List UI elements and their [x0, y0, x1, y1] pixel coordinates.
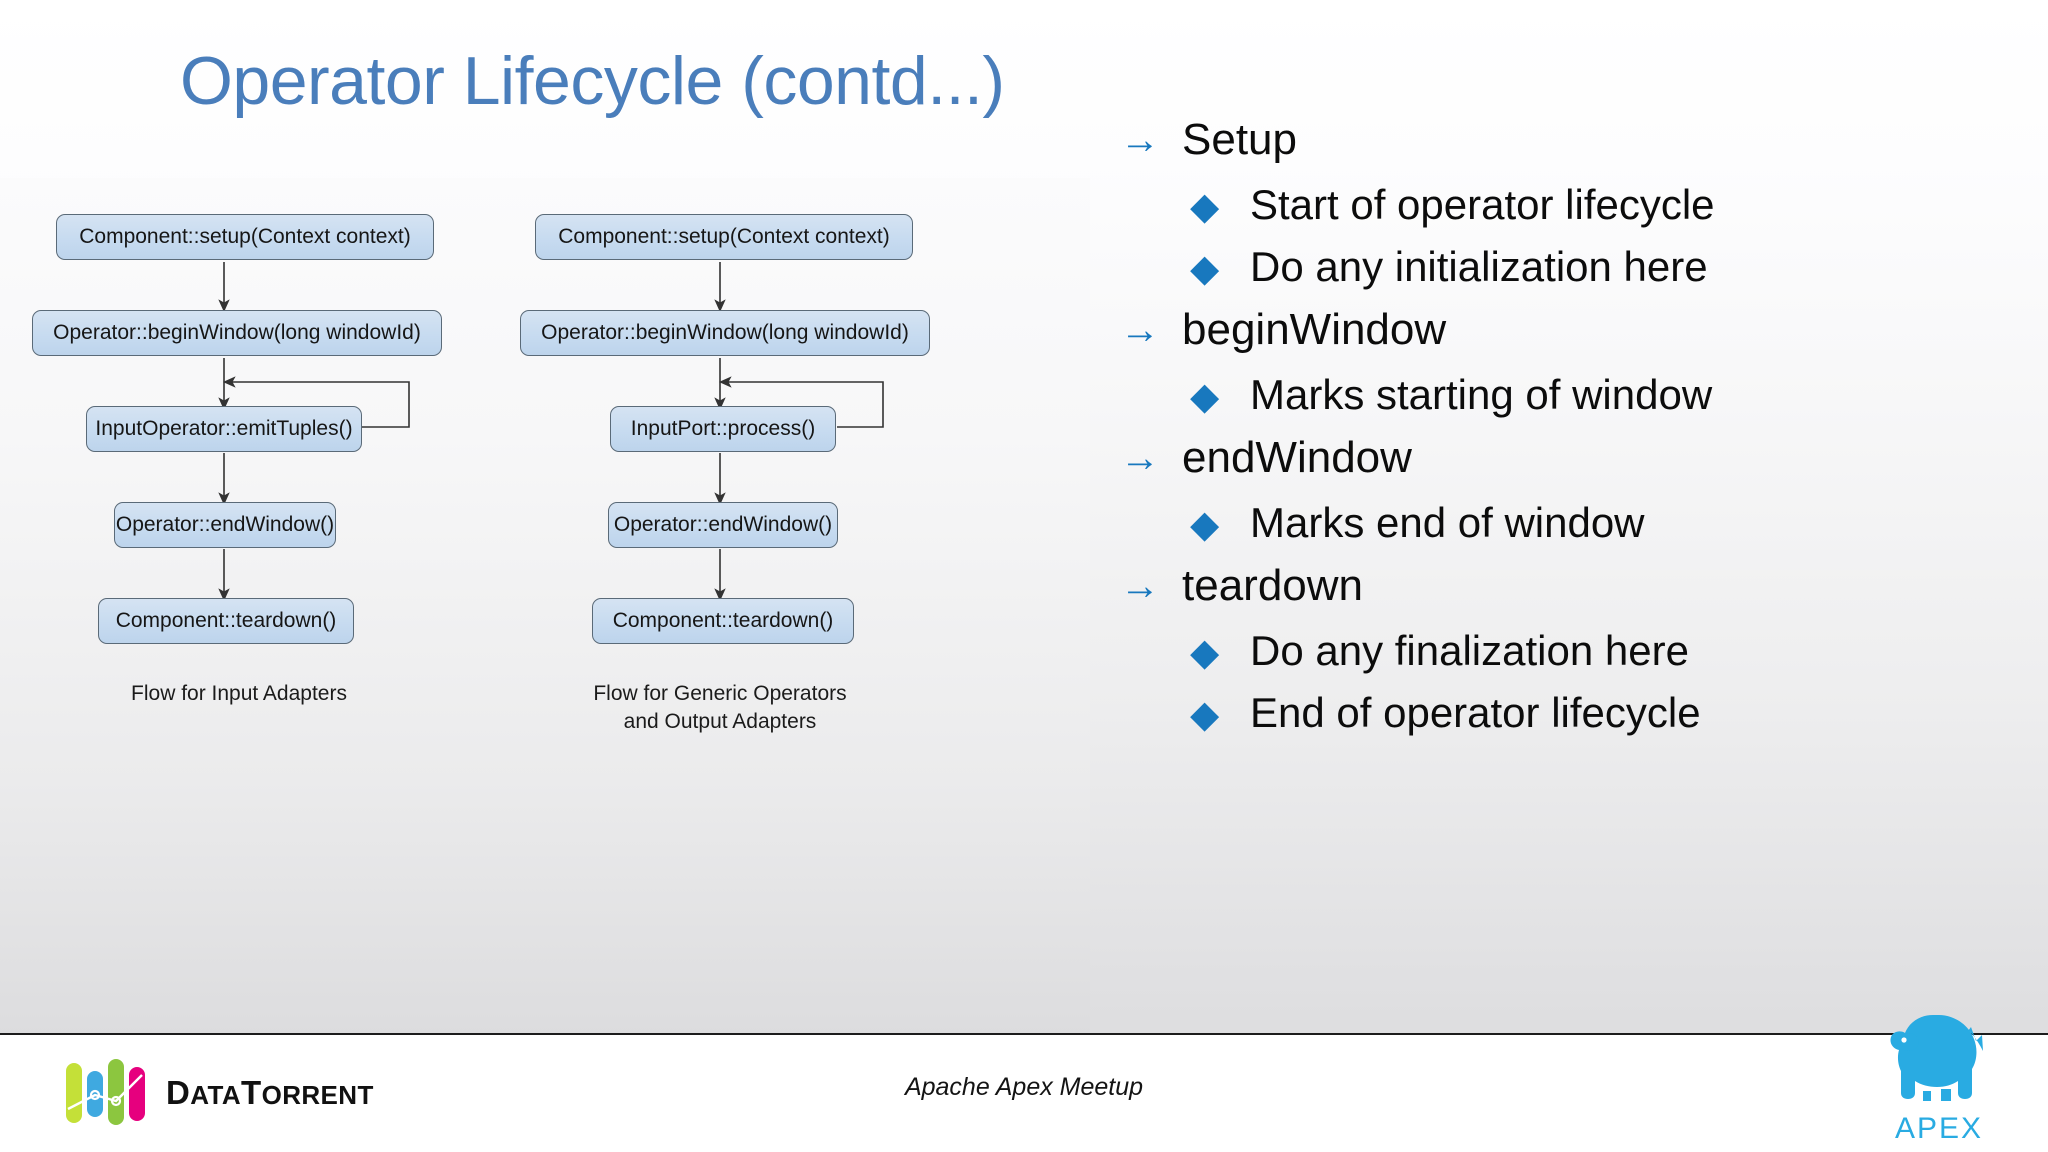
- apex-wordmark: APEX: [1894, 1112, 1984, 1145]
- bullet-label: Start of operator lifecycle: [1250, 181, 1715, 228]
- node-teardown: Component::teardown(): [592, 598, 854, 644]
- bullet-label: teardown: [1182, 561, 1364, 610]
- dt-word-t: T: [241, 1074, 262, 1111]
- footer-center-text: Apache Apex Meetup: [904, 1073, 1144, 1101]
- bullet-label: Setup: [1182, 115, 1297, 164]
- bullet-item-teardown: → teardown: [1120, 564, 2020, 608]
- node-begin-window: Operator::beginWindow(long windowId): [520, 310, 930, 356]
- bullet-item-end-of-operator-lifecycle: ◆ End of operator lifecycle: [1120, 689, 2020, 736]
- diamond-icon: ◆: [1190, 632, 1220, 674]
- arrow-right-icon: →: [1120, 308, 1160, 352]
- diagram-inner: Component::setup(Context context) Operat…: [0, 178, 1090, 1040]
- datatorrent-mark-icon: [62, 1057, 150, 1129]
- node-input-port-process: InputPort::process(): [610, 406, 836, 452]
- apex-gorilla-icon: [1890, 1015, 1983, 1101]
- node-teardown: Component::teardown(): [98, 598, 354, 644]
- flow-generic-connectors: [714, 262, 884, 602]
- dt-word-d: D: [166, 1074, 191, 1111]
- slide-footer: DATATORRENT Apache Apex Meetup APEX: [0, 1015, 2048, 1152]
- arrow-right-icon: →: [1120, 118, 1160, 162]
- flow-input-caption: Flow for Input Adapters: [131, 682, 347, 705]
- bullet-label: Do any initialization here: [1250, 243, 1708, 290]
- datatorrent-bars-icon: [66, 1059, 145, 1125]
- datatorrent-logo: DATATORRENT: [62, 1057, 374, 1129]
- node-begin-window: Operator::beginWindow(long windowId): [32, 310, 442, 356]
- diamond-icon: ◆: [1190, 694, 1220, 736]
- node-setup: Component::setup(Context context): [535, 214, 913, 260]
- bullet-item-start-of-operator-lifecycle: ◆ Start of operator lifecycle: [1120, 181, 2020, 228]
- node-end-window: Operator::endWindow(): [608, 502, 838, 548]
- datatorrent-wordmark: DATATORRENT: [166, 1074, 374, 1112]
- diamond-icon: ◆: [1190, 376, 1220, 418]
- diamond-icon: ◆: [1190, 504, 1220, 546]
- diamond-icon: ◆: [1190, 186, 1220, 228]
- diamond-icon: ◆: [1190, 248, 1220, 290]
- apache-apex-logo: APEX: [1864, 1009, 2014, 1146]
- node-setup: Component::setup(Context context): [56, 214, 434, 260]
- bullet-item-marks-end-of-window: ◆ Marks end of window: [1120, 499, 2020, 546]
- flow-generic-caption: Flow for Generic Operators and Output Ad…: [593, 682, 847, 734]
- bullet-label: Marks end of window: [1250, 499, 1645, 546]
- node-end-window: Operator::endWindow(): [114, 502, 336, 548]
- arrow-right-icon: →: [1120, 436, 1160, 480]
- lifecycle-diagram-image: Component::setup(Context context) Operat…: [0, 178, 1090, 1040]
- bullet-item-marks-starting-of-window: ◆ Marks starting of window: [1120, 371, 2020, 418]
- bullet-label: beginWindow: [1182, 305, 1447, 354]
- bullet-item-setup: → Setup: [1120, 118, 2020, 162]
- bullet-label: Do any finalization here: [1250, 627, 1689, 674]
- flow-input-connectors: [218, 262, 410, 602]
- bullet-item-beginwindow: → beginWindow: [1120, 308, 2020, 352]
- lifecycle-bullet-list: → Setup ◆ Start of operator lifecycle ◆ …: [1120, 118, 2020, 754]
- bullet-item-do-any-initialization-here: ◆ Do any initialization here: [1120, 243, 2020, 290]
- dt-word-ata: ATA: [190, 1080, 242, 1110]
- dt-word-orrent: ORRENT: [261, 1080, 374, 1110]
- bullet-label: End of operator lifecycle: [1250, 689, 1701, 736]
- page-title: Operator Lifecycle (contd...): [180, 43, 1005, 119]
- arrow-right-icon: →: [1120, 564, 1160, 608]
- bullet-item-endwindow: → endWindow: [1120, 436, 2020, 480]
- node-emit-tuples: InputOperator::emitTuples(): [86, 406, 362, 452]
- bullet-label: endWindow: [1182, 433, 1412, 482]
- bullet-item-do-any-finalization-here: ◆ Do any finalization here: [1120, 627, 2020, 674]
- bullet-label: Marks starting of window: [1250, 371, 1713, 418]
